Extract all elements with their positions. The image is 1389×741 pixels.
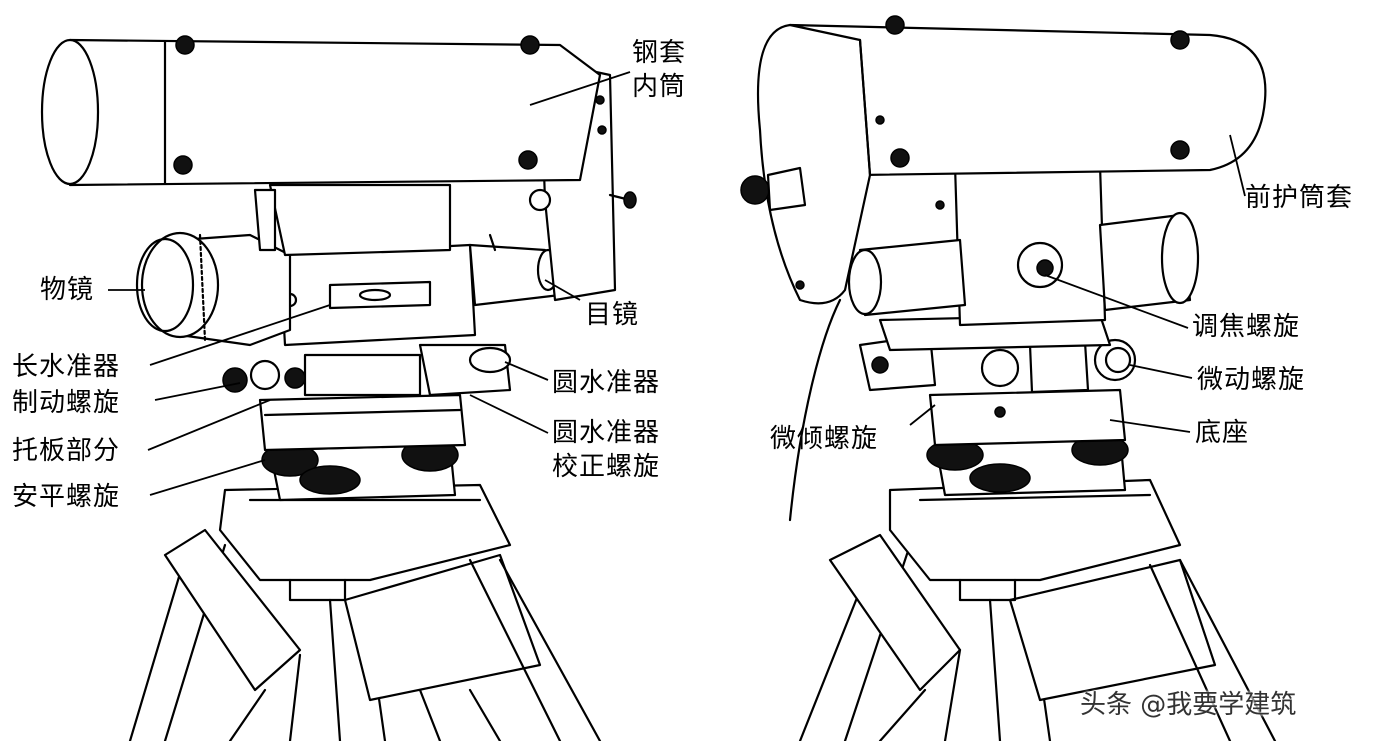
right-main-tube: [740, 15, 1267, 305]
label-foot-screw: 安平螺旋: [12, 482, 121, 512]
label-outer-tube-2: 内筒: [632, 72, 687, 102]
label-eyepiece: 目镜: [585, 300, 640, 330]
left-outer-tube: [40, 35, 602, 187]
watermark: 头条 @我要学建筑: [1080, 690, 1297, 720]
right-base: [926, 388, 1129, 497]
label-front-cover: 前护筒套: [1245, 183, 1354, 213]
left-brake-screw: [222, 359, 306, 393]
left-tripod: [128, 483, 602, 741]
label-objective: 物镜: [40, 275, 95, 305]
label-brake-screw: 制动螺旋: [12, 388, 121, 418]
label-circular-level-adjust-2: 校正螺旋: [552, 452, 661, 482]
label-outer-tube-1: 钢套: [632, 38, 687, 68]
label-circular-level: 圆水准器: [552, 368, 661, 398]
label-circular-level-adjust-1: 圆水准器: [552, 418, 661, 448]
label-tribrach: 托板部分: [12, 436, 121, 466]
left-circular-level: [303, 343, 512, 397]
label-base: 底座: [1195, 418, 1250, 448]
label-tube-level: 长水准器: [12, 352, 121, 382]
right-side-lens: [847, 211, 1200, 317]
right-level-instrument: [740, 15, 1277, 741]
right-tripod: [798, 478, 1277, 741]
label-tilt-screw: 微倾螺旋: [770, 424, 879, 454]
left-eyepiece: [468, 233, 562, 307]
right-cable: [788, 298, 842, 522]
label-focus-screw: 调焦螺旋: [1192, 312, 1301, 342]
left-level-instrument: [40, 35, 637, 741]
right-telescope-body: [878, 163, 1112, 352]
left-base: [258, 393, 467, 502]
left-telescope-body: [278, 243, 477, 347]
left-objective-lens: [135, 231, 292, 347]
label-tangent-screw: 微动螺旋: [1197, 365, 1306, 395]
leader-lines: [108, 71, 1246, 496]
